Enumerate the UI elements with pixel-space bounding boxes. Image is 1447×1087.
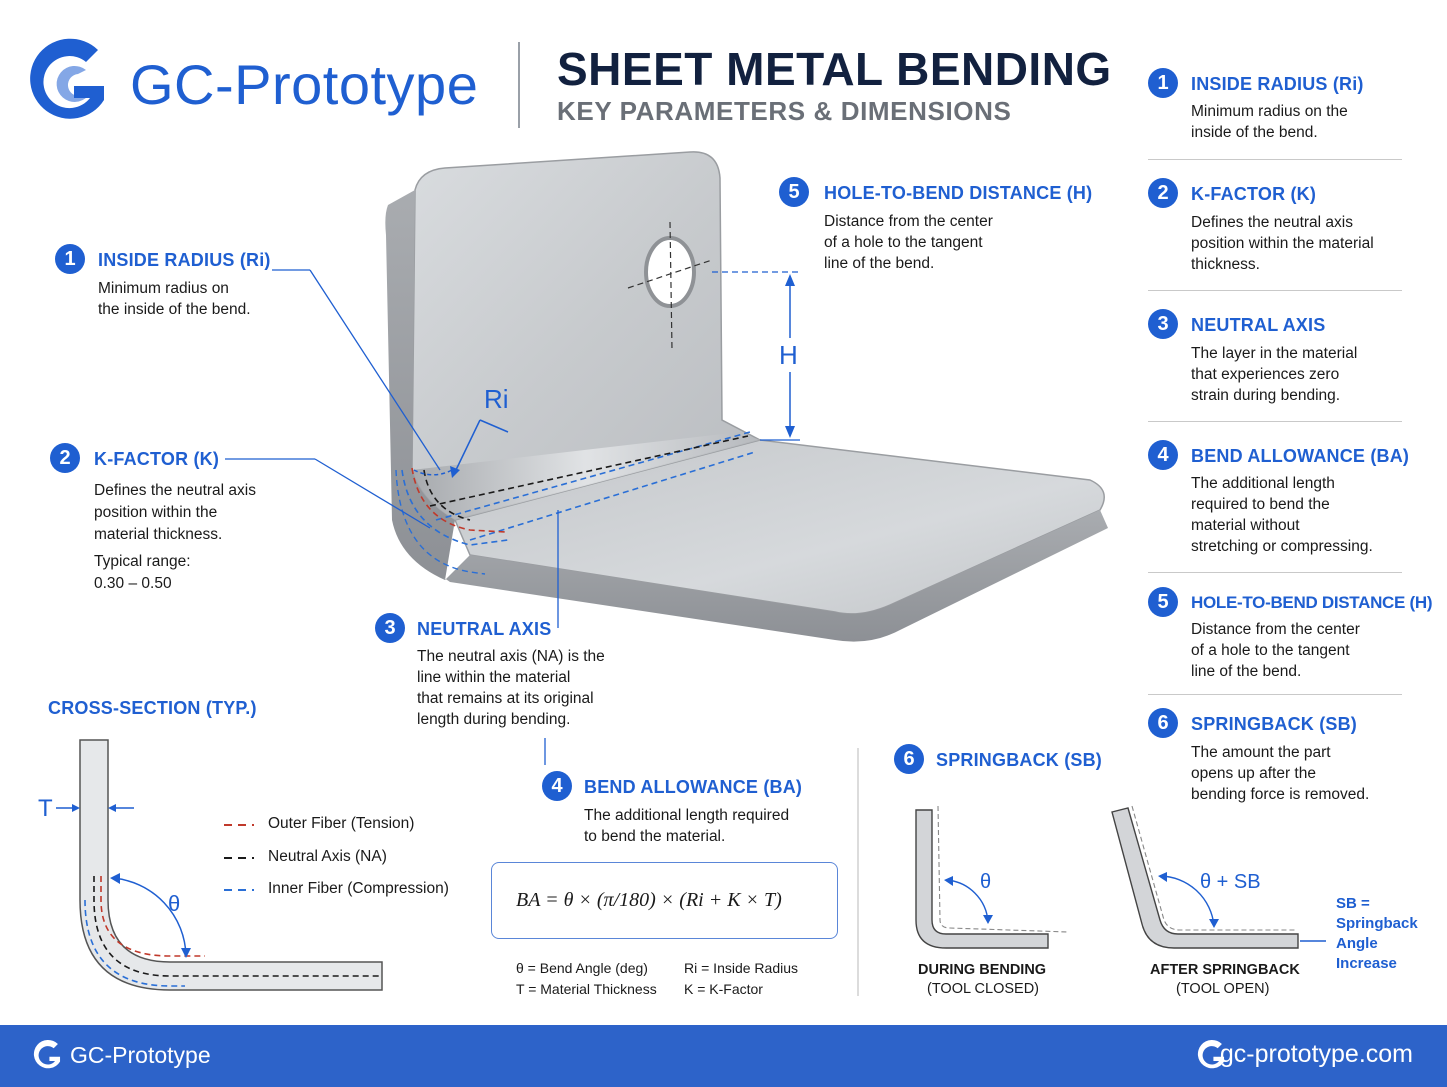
thickness-label: T (38, 795, 53, 822)
callout-4-title: BEND ALLOWANCE (BA) (584, 777, 803, 797)
h-label: H (779, 340, 798, 370)
during-bending-title: DURING BENDING (918, 962, 1047, 978)
sidebar-item-2-title: K-FACTOR (K) (1191, 184, 1317, 204)
page-title: SHEET METAL BENDING (557, 43, 1112, 95)
sidebar-item-6-title: SPRINGBACK (SB) (1191, 714, 1358, 734)
callout-2-badge: 2 (50, 443, 80, 473)
sidebar-item-1-desc: Minimum radius on the inside of the bend… (1191, 103, 1348, 141)
footer-brand: GC-Prototype (70, 1042, 211, 1068)
legend-outer-fiber: Outer Fiber (Tension) (268, 815, 415, 832)
callout-5-desc: Distance from the center of a hole to th… (824, 213, 993, 272)
sidebar-divider (1148, 290, 1402, 291)
sidebar-item-6-desc: The amount the part opens up after the b… (1191, 744, 1370, 803)
springback-during-angle: θ (980, 871, 992, 893)
footer-site-icon (1197, 1039, 1225, 1069)
sidebar-divider (1148, 572, 1402, 573)
brand-name: GC-Prototype (130, 53, 479, 116)
springback-after-angle: θ + SB (1200, 871, 1261, 893)
sidebar-item-5-desc: Distance from the center of a hole to th… (1191, 621, 1360, 680)
callout-1-desc: Minimum radius on the inside of the bend… (98, 280, 251, 318)
after-springback-sub: (TOOL OPEN) (1176, 981, 1270, 997)
callout-1-badge: 1 (55, 244, 85, 274)
springback-note: SB = Springback Angle Increase (1336, 895, 1418, 972)
legend-inner-fiber: Inner Fiber (Compression) (268, 880, 449, 897)
sidebar-item-4-badge: 4 (1148, 440, 1178, 470)
sidebar-item-4-title: BEND ALLOWANCE (BA) (1191, 446, 1410, 466)
sidebar-divider (1148, 159, 1402, 160)
bracket-illustration (385, 151, 1108, 642)
callout-1-title: INSIDE RADIUS (Ri) (98, 250, 271, 270)
formula-text: BA = θ × (π/180) × (Ri + K × T) (516, 889, 782, 911)
formula-box: BA = θ × (π/180) × (Ri + K × T) (491, 862, 838, 939)
sidebar-item-3-badge: 3 (1148, 309, 1178, 339)
callout-3-title: NEUTRAL AXIS (417, 619, 552, 639)
springback-title: SPRINGBACK (SB) (936, 750, 1103, 770)
callout-2-title: K-FACTOR (K) (94, 449, 220, 469)
sidebar-item-4-desc: The additional length required to bend t… (1191, 475, 1373, 555)
callout-3-desc: The neutral axis (NA) is the line within… (417, 648, 605, 728)
springback-badge: 6 (894, 744, 924, 774)
sidebar-item-3-desc: The layer in the material that experienc… (1191, 345, 1358, 404)
cross-section-diagram (56, 739, 383, 991)
ri-label: Ri (484, 384, 509, 414)
footer-logo-icon (33, 1039, 61, 1069)
title-divider (518, 42, 520, 128)
during-bending-sub: (TOOL CLOSED) (927, 981, 1039, 997)
after-springback-title: AFTER SPRINGBACK (1150, 962, 1300, 978)
sidebar-item-5-badge: 5 (1148, 587, 1178, 617)
sidebar-item-5-title: HOLE-TO-BEND DISTANCE (H) (1191, 593, 1433, 612)
callout-4-badge: 4 (542, 771, 572, 801)
sidebar-item-3-title: NEUTRAL AXIS (1191, 315, 1326, 335)
springback-diagram (915, 805, 1326, 949)
callout-3-badge: 3 (375, 613, 405, 643)
sidebar-divider (1148, 421, 1402, 422)
legend-neutral-axis: Neutral Axis (NA) (268, 848, 387, 865)
page-subtitle: KEY PARAMETERS & DIMENSIONS (557, 96, 1012, 126)
sidebar-item-1-title: INSIDE RADIUS (Ri) (1191, 74, 1364, 94)
theta-label: θ (168, 891, 181, 916)
footer-bar: GC-Prototype gc-prototype.com (0, 1025, 1447, 1087)
callout-5-title: HOLE-TO-BEND DISTANCE (H) (824, 183, 1093, 203)
sidebar-item-2-desc: Defines the neutral axis position within… (1191, 214, 1374, 273)
callout-5-badge: 5 (779, 177, 809, 207)
sidebar-item-6-badge: 6 (1148, 708, 1178, 738)
cross-section-title: CROSS-SECTION (TYP.) (48, 698, 257, 718)
sidebar-item-2-badge: 2 (1148, 178, 1178, 208)
callout-2-desc: Defines the neutral axis position within… (94, 482, 256, 592)
formula-definitions: θ = Bend Angle (deg)Ri = Inside Radius T… (516, 960, 799, 997)
callout-4-desc: The additional length required to bend t… (584, 807, 790, 845)
sidebar-divider (1148, 694, 1402, 695)
brand-logo (28, 36, 112, 137)
footer-website-link[interactable]: gc-prototype.com (1219, 1040, 1413, 1068)
sidebar-item-1-badge: 1 (1148, 68, 1178, 98)
